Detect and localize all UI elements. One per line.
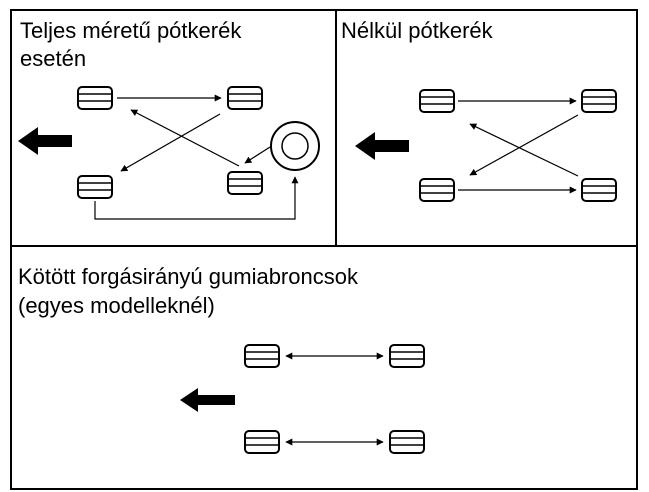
tire-icon [244, 430, 280, 454]
tire-icon [227, 86, 263, 110]
connector-lines [458, 97, 579, 194]
forward-arrow-icon [18, 127, 72, 155]
full-spare-title-line2: esetén [20, 46, 87, 71]
forward-arrow-icon [355, 132, 409, 160]
tire-icon [77, 86, 113, 110]
tire-icon [581, 89, 617, 113]
directional-title-line2: (egyes modelleknél) [18, 293, 215, 318]
directional-title-line1: Kötött forgásirányú gumiabroncsok [18, 264, 358, 289]
full-spare-rotation [18, 86, 320, 220]
full-spare-title-line1: Teljes méretű pótkerék [20, 18, 242, 43]
tire-icon [389, 344, 425, 368]
tire-icon [581, 178, 617, 202]
tire-icon [77, 175, 113, 199]
tire-icon [389, 430, 425, 454]
no-spare-rotation [355, 89, 617, 202]
directional-rotation [180, 344, 425, 454]
tire-icon [419, 178, 455, 202]
tire-icon [419, 89, 455, 113]
forward-arrow-icon [180, 388, 235, 412]
spare-wheel-icon [270, 121, 320, 171]
panel-borders [10, 9, 638, 490]
connector-lines [94, 94, 299, 220]
tire-icon [244, 344, 280, 368]
no-spare-title: Nélkül pótkerék [341, 18, 493, 43]
connector-lines [285, 352, 384, 446]
tire-icon [227, 171, 263, 195]
